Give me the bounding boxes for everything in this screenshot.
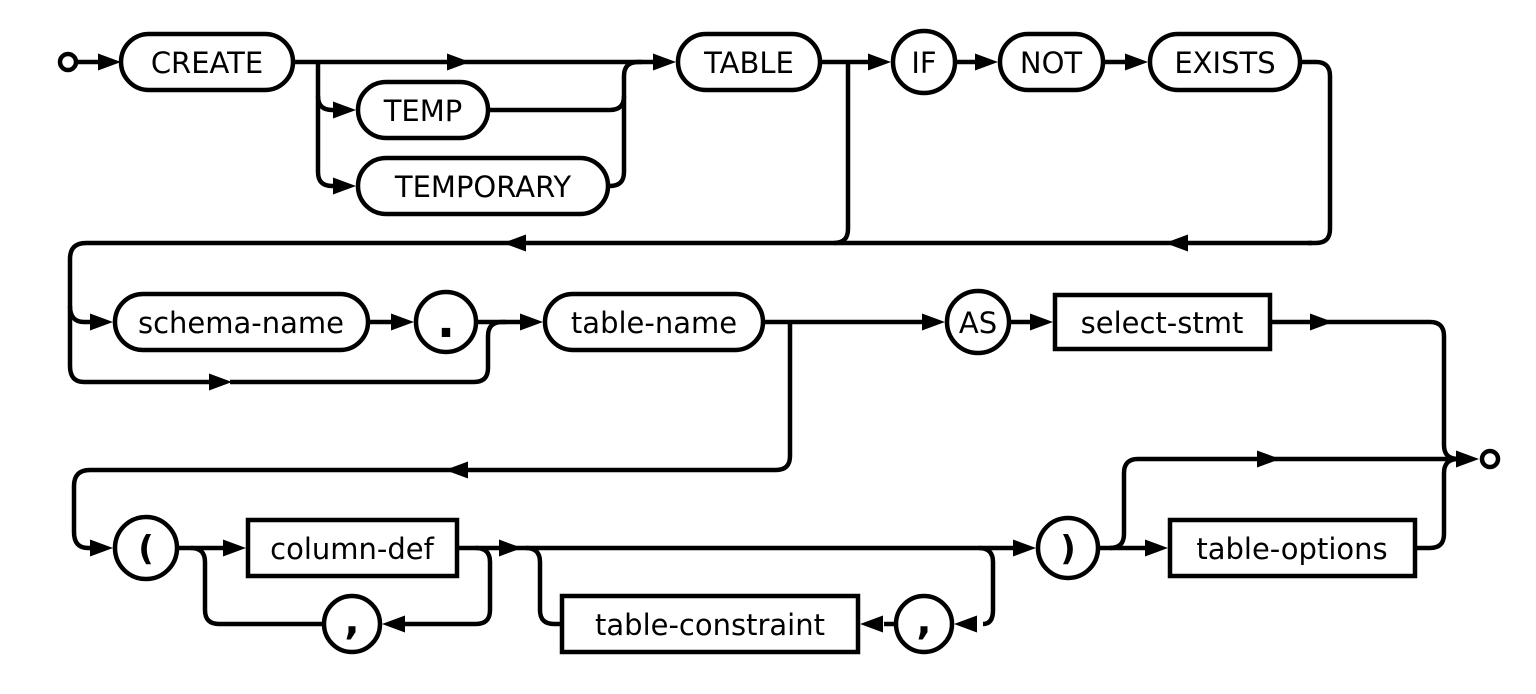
arrowhead-icon: [1125, 53, 1148, 71]
node-column-def-label: column-def: [270, 532, 434, 566]
node-table-options[interactable]: table-options: [1167, 517, 1418, 579]
node-table-label: TABLE: [703, 46, 794, 80]
node-as: AS: [944, 288, 1012, 356]
node-column-def[interactable]: column-def: [245, 517, 460, 579]
node-if-label: IF: [911, 46, 936, 80]
node-select-stmt-label: select-stmt: [1081, 306, 1244, 340]
arrowhead-icon: [954, 615, 977, 633]
arrowhead-icon: [90, 313, 113, 331]
arrowhead-icon: [223, 539, 246, 557]
node-create: CREATE: [118, 31, 296, 93]
node-not: NOT: [997, 31, 1106, 93]
arrowhead-icon: [1310, 313, 1333, 331]
node-dot-label: .: [437, 293, 455, 349]
node-schema-name-label: schema-name: [138, 306, 344, 340]
arrowhead-icon: [1013, 539, 1036, 557]
node-table-name: table-name: [542, 291, 766, 353]
arrowhead-icon: [520, 313, 543, 331]
node-temporary: TEMPORARY: [355, 155, 611, 217]
node-if: IF: [890, 28, 958, 96]
arrowhead-icon: [445, 461, 468, 479]
node-table-constraint-label: table-constraint: [595, 608, 825, 642]
node-close-paren: ): [1035, 515, 1101, 581]
arrowhead-icon: [975, 53, 998, 71]
arrowhead-icon: [503, 234, 526, 252]
arrowhead-icon: [98, 53, 121, 71]
node-select-stmt[interactable]: select-stmt: [1052, 292, 1273, 352]
arrowhead-icon: [209, 373, 232, 391]
node-comma-column-label: ,: [344, 598, 359, 644]
node-close-paren-label: ): [1060, 529, 1076, 569]
node-not-label: NOT: [1020, 46, 1083, 80]
arrowhead-icon: [447, 53, 470, 71]
arrowhead-icon: [90, 539, 113, 557]
start-terminal: [57, 51, 79, 73]
arrowhead-icon: [860, 615, 883, 633]
arrowhead-icon: [499, 539, 522, 557]
arrowhead-icon: [1257, 450, 1280, 468]
node-comma-constraint: ,: [893, 593, 955, 655]
arrowhead-icon: [333, 177, 356, 195]
arrowhead-icon: [1145, 539, 1168, 557]
node-comma-column: ,: [321, 593, 383, 655]
node-table-name-label: table-name: [571, 306, 737, 340]
arrowhead-icon: [922, 313, 945, 331]
arrowhead-icon: [333, 101, 356, 119]
node-open-paren-label: (: [138, 529, 154, 569]
arrowhead-icon: [653, 53, 676, 71]
node-comma-constraint-label: ,: [916, 598, 931, 644]
end-terminal: [1479, 448, 1501, 470]
arrowhead-icon: [868, 53, 891, 71]
node-table-constraint[interactable]: table-constraint: [559, 593, 861, 655]
node-table-options-label: table-options: [1196, 532, 1387, 566]
node-temp-label: TEMP: [383, 94, 463, 128]
node-temp: TEMP: [355, 79, 491, 141]
node-temporary-label: TEMPORARY: [394, 170, 571, 204]
arrowhead-icon: [1165, 234, 1188, 252]
node-create-label: CREATE: [151, 46, 263, 80]
node-as-label: AS: [959, 306, 997, 340]
arrowhead-icon: [1456, 450, 1479, 468]
node-exists-label: EXISTS: [1174, 46, 1275, 80]
arrowhead-icon: [391, 313, 414, 331]
node-table: TABLE: [675, 31, 823, 93]
node-schema-name: schema-name: [112, 291, 371, 353]
node-open-paren: (: [112, 514, 180, 582]
connector-wires: [67, 59, 1459, 627]
node-exists: EXISTS: [1147, 31, 1303, 93]
arrowhead-icon: [1030, 313, 1053, 331]
node-dot: .: [413, 289, 479, 355]
arrowhead-icon: [382, 615, 405, 633]
